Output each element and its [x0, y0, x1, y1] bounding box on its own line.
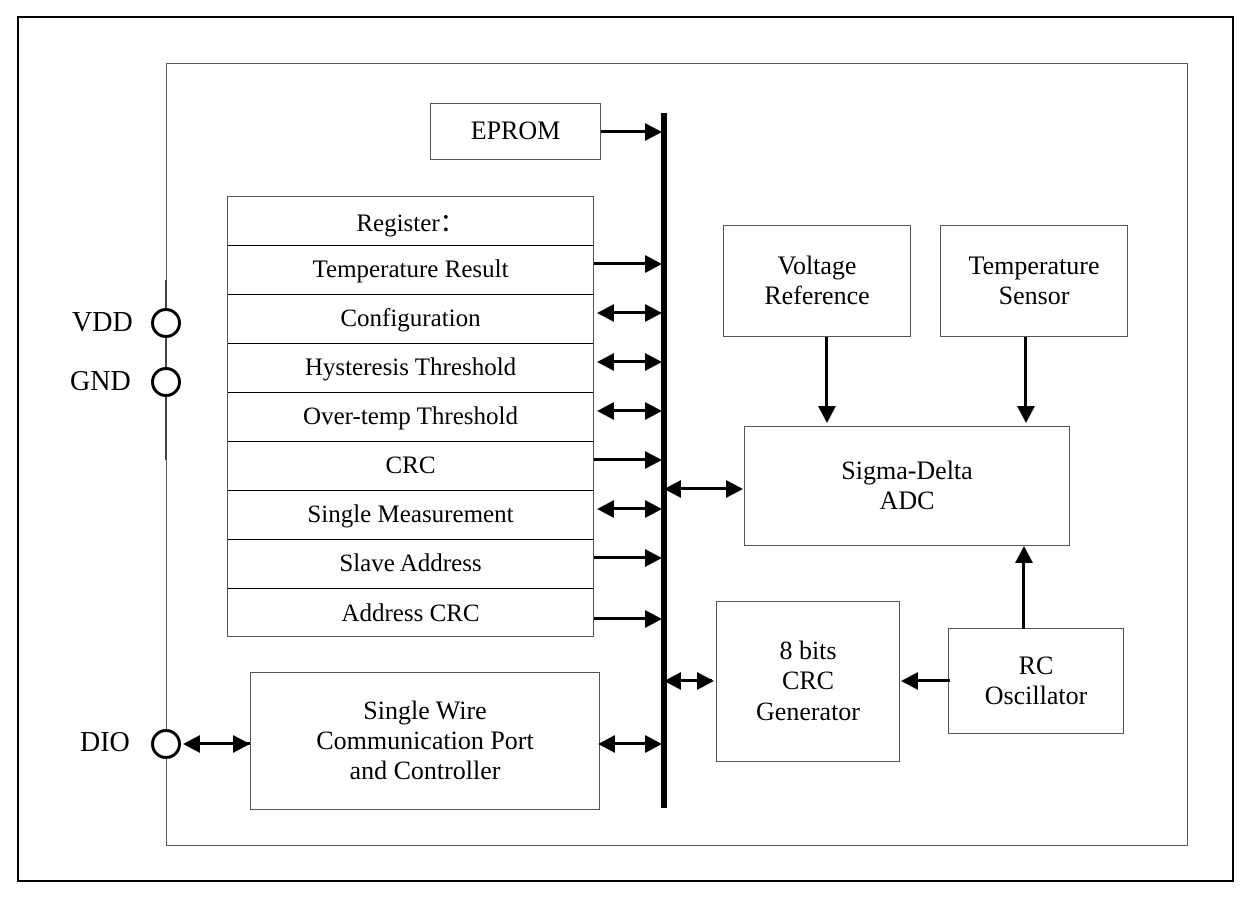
arrowhead-rcosc-to-adc: [1015, 546, 1033, 563]
block-eprom-label: EPROM: [470, 116, 561, 146]
wire-address-crc-to-bus: [594, 617, 649, 620]
wire-single-measurement-to-bus: [606, 507, 649, 510]
block-eprom[interactable]: EPROM: [430, 103, 601, 160]
arrowhead-bus-to-crcgen-right: [697, 672, 714, 690]
internal-bus-line: [661, 113, 667, 808]
block-adc-label-line1: Sigma-Delta: [841, 455, 973, 485]
block-temperature-sensor-label-line1: Temperature: [968, 250, 1100, 280]
wire-hysteresis-threshold-to-bus: [606, 360, 649, 363]
block-crc-generator-label-line2: CRC: [781, 666, 835, 696]
wire-bus-to-crc-generator: [672, 679, 712, 682]
arrowhead-bus-to-adc-right: [726, 480, 743, 498]
block-single-wire-label-line2: Communication Port: [316, 725, 534, 755]
arrowhead-single-measurement-left: [597, 500, 614, 518]
block-temperature-sensor-label-line2: Sensor: [998, 281, 1070, 310]
arrowhead-voltage-reference-to-adc: [818, 406, 836, 423]
arrowhead-singlewire-to-bus-right: [645, 735, 662, 753]
wire-over-temp-threshold-to-bus: [606, 409, 649, 412]
arrowhead-overtemp-right: [645, 402, 662, 420]
wire-configuration-to-bus: [606, 311, 649, 314]
arrowhead-temperature-result: [645, 255, 662, 273]
register-row-crc[interactable]: CRC: [228, 442, 593, 491]
wire-temperature-sensor-to-adc: [1024, 337, 1027, 409]
register-row-over-temp-threshold[interactable]: Over-temp Threshold: [228, 393, 593, 442]
wire-temperature-result-to-bus: [594, 262, 649, 265]
register-row-address-crc[interactable]: Address CRC: [341, 599, 480, 627]
block-voltage-reference-label-line2: Reference: [764, 281, 870, 310]
wire-slave-address-to-bus: [594, 556, 649, 559]
register-row-slave-address[interactable]: Slave Address: [228, 540, 593, 589]
block-temperature-sensor[interactable]: Temperature Sensor: [940, 225, 1128, 337]
block-rc-oscillator-label-line1: RC: [1018, 650, 1054, 680]
pin-dio-circle[interactable]: [151, 729, 181, 759]
arrowhead-rcosc-to-crcgen: [901, 672, 918, 690]
arrowhead-bus-to-crcgen-left: [664, 672, 681, 690]
block-single-wire-label-line1: Single Wire: [363, 695, 487, 725]
outer-border: [17, 16, 1234, 882]
arrowhead-singlewire-to-bus-left: [598, 735, 615, 753]
arrowhead-configuration-left: [597, 304, 614, 322]
block-voltage-reference[interactable]: Voltage Reference: [723, 225, 911, 337]
block-voltage-reference-label-line1: Voltage: [777, 250, 857, 280]
arrowhead-eprom-to-bus: [645, 123, 662, 141]
arrowhead-hysteresis-left: [597, 353, 614, 371]
block-crc-generator-label-line1: 8 bits: [779, 636, 837, 666]
register-row-hysteresis-threshold[interactable]: Hysteresis Threshold: [228, 344, 593, 393]
wire-crc-to-bus: [594, 458, 649, 461]
wire-eprom-to-bus: [601, 130, 649, 133]
register-row-configuration[interactable]: Configuration: [228, 295, 593, 344]
arrowhead-address-crc: [645, 610, 662, 628]
wire-singlewire-to-bus: [609, 742, 649, 745]
wire-bus-to-adc: [672, 487, 740, 490]
pin-vdd-circle[interactable]: [151, 308, 181, 338]
wire-dio-to-singlewire: [190, 742, 250, 745]
block-single-wire-label-line3: and Controller: [349, 756, 501, 786]
arrowhead-crc: [645, 451, 662, 469]
register-row-temperature-result[interactable]: Temperature Result: [228, 246, 593, 295]
arrowhead-hysteresis-right: [645, 353, 662, 371]
wire-rc-oscillator-to-crc-generator: [917, 679, 950, 682]
register-block: Register： Temperature Result Configurati…: [227, 196, 594, 637]
arrowhead-temperature-sensor-to-adc: [1017, 406, 1035, 423]
pin-label-dio: DIO: [80, 727, 130, 758]
block-sigma-delta-adc[interactable]: Sigma-Delta ADC: [744, 426, 1070, 546]
arrowhead-dio-left: [183, 735, 200, 753]
arrowhead-dio-right: [233, 735, 250, 753]
wire-rc-oscillator-to-adc: [1022, 563, 1025, 629]
pin-label-vdd: VDD: [72, 307, 133, 338]
block-crc-generator-label-line3: Generator: [756, 696, 860, 726]
block-single-wire-controller[interactable]: Single Wire Communication Port and Contr…: [250, 672, 600, 810]
block-crc-generator[interactable]: 8 bits CRC Generator: [716, 601, 900, 762]
wire-voltage-reference-to-adc: [825, 337, 828, 409]
arrowhead-slave-address: [645, 549, 662, 567]
arrowhead-overtemp-left: [597, 402, 614, 420]
block-rc-oscillator[interactable]: RC Oscillator: [948, 628, 1124, 734]
pin-gnd-circle[interactable]: [151, 367, 181, 397]
register-header: Register：: [228, 197, 593, 246]
block-adc-label-line2: ADC: [879, 486, 935, 515]
pin-label-gnd: GND: [70, 366, 131, 397]
arrowhead-single-measurement-right: [645, 500, 662, 518]
arrowhead-bus-to-adc-left: [664, 480, 681, 498]
arrowhead-configuration-right: [645, 304, 662, 322]
block-rc-oscillator-label-line2: Oscillator: [984, 681, 1088, 710]
register-row-single-measurement[interactable]: Single Measurement: [228, 491, 593, 540]
